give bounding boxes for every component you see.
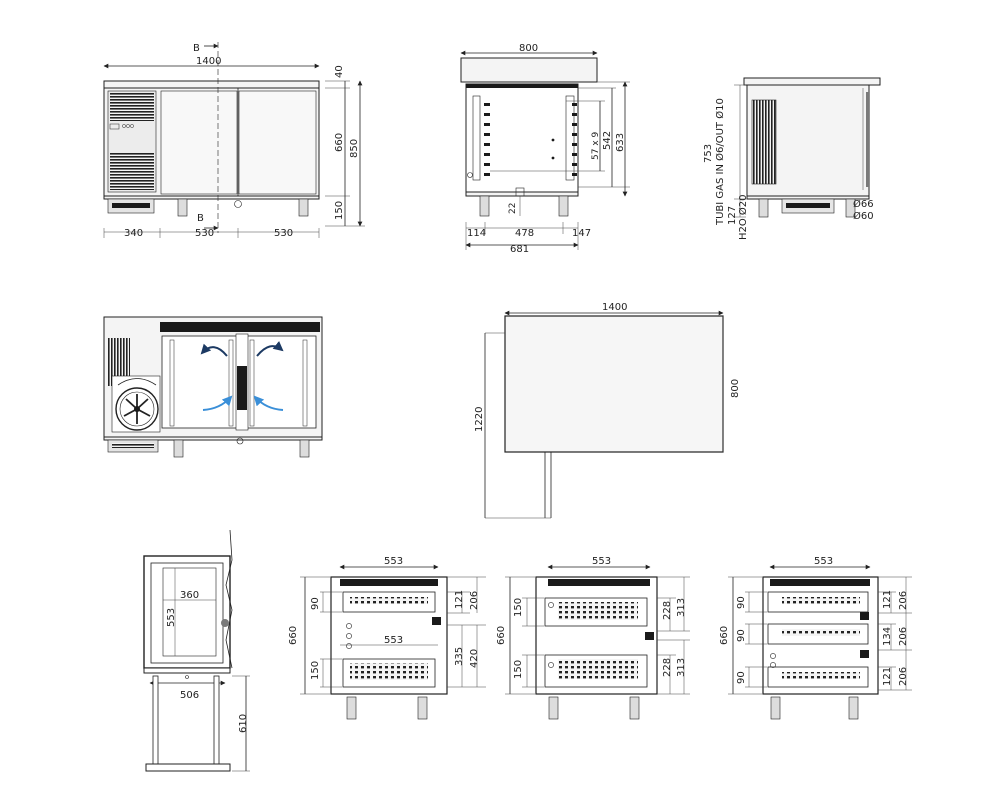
plan-view: 1400 800 1220 — [474, 302, 741, 519]
control-knob-icon — [126, 124, 130, 128]
door-left — [160, 90, 238, 195]
side-cabinet — [465, 83, 579, 193]
section-h610: 610 — [238, 714, 249, 733]
d2-h228b: 228 — [662, 658, 673, 677]
d2-h660: 660 — [496, 626, 507, 645]
front-width-label: 1400 — [196, 56, 221, 67]
section-h553: 553 — [166, 608, 177, 627]
evaporator — [237, 366, 247, 410]
section-mark-top: B — [193, 43, 200, 54]
d1-h206: 206 — [469, 591, 480, 610]
d1-top-w: 553 — [384, 556, 403, 567]
front-w-right: 530 — [274, 228, 293, 239]
control-knob-icon — [130, 124, 134, 128]
d3-h90c: 90 — [736, 671, 747, 684]
front-h-legs: 150 — [334, 201, 345, 220]
side-view: 800 22 57 x 9 542 — [460, 43, 630, 255]
shelf-supports — [484, 103, 577, 176]
front-view: B B 1400 340 530 530 40 660 850 150 — [103, 42, 365, 239]
airflow-worktop — [160, 322, 320, 332]
d3-h206c: 206 — [898, 667, 909, 686]
d1-h335: 335 — [454, 647, 465, 666]
rear-tubi-label: TUBI GAS IN Ø6/OUT Ø10 — [714, 98, 726, 226]
door-right — [238, 90, 317, 195]
airflow-arrow-in-right — [253, 395, 284, 411]
side-h-outer: 633 — [615, 133, 626, 152]
d3-h206a: 206 — [898, 591, 909, 610]
d3-h660: 660 — [719, 626, 730, 645]
drawer-view-2: 553 660 150 150 228 313 228 — [496, 556, 690, 720]
plan-depth: 800 — [730, 379, 741, 398]
front-w-left: 340 — [124, 228, 143, 239]
d1-h420: 420 — [469, 649, 480, 668]
section-w360: 360 — [180, 590, 199, 601]
d3-h134: 134 — [882, 627, 893, 646]
airflow-view — [103, 316, 323, 458]
plan-top — [504, 315, 724, 453]
front-h-top: 40 — [334, 65, 345, 78]
d2-h150b: 150 — [513, 660, 524, 679]
d3-h121b: 121 — [882, 667, 893, 686]
drawer-view-1: 553 553 660 90 150 121 206 — [288, 556, 486, 720]
d3-top-w: 553 — [814, 556, 833, 567]
d1-h660: 660 — [288, 626, 299, 645]
d1-h150: 150 — [310, 661, 321, 680]
side-w-left: 114 — [467, 228, 486, 239]
airflow-grille — [108, 338, 130, 386]
side-width-label: 800 — [519, 43, 538, 54]
rear-d60: Ø60 — [853, 210, 874, 222]
worktop — [103, 80, 320, 89]
rear-worktop — [743, 77, 881, 86]
airflow-arrow-out-left — [200, 343, 228, 357]
d1-inner-w: 553 — [384, 635, 403, 646]
side-leg — [479, 195, 490, 217]
airflow-arrow-in-left — [202, 395, 233, 411]
upper-grille — [110, 93, 154, 121]
rear-h-127: 127 — [727, 206, 738, 225]
rear-h2o-label: H2O Ø20 — [737, 194, 749, 240]
d2-top-w: 553 — [592, 556, 611, 567]
side-h-inner: 542 — [602, 131, 613, 150]
lower-grille — [110, 153, 154, 190]
side-worktop — [460, 57, 598, 83]
d2-h313a: 313 — [676, 598, 687, 617]
leg — [298, 198, 309, 217]
control-knob-icon — [122, 124, 126, 128]
front-h-total: 850 — [349, 139, 360, 158]
d2-h150a: 150 — [513, 598, 524, 617]
rear-view: 753 TUBI GAS IN Ø6/OUT Ø10 127 H2O Ø20 Ø… — [703, 77, 881, 240]
front-w-mid: 530 — [195, 228, 214, 239]
side-w-right: 147 — [572, 228, 591, 239]
d3-h90a: 90 — [736, 596, 747, 609]
front-h-body: 660 — [334, 133, 345, 152]
side-w-total: 681 — [510, 244, 529, 255]
drain-icon — [234, 200, 242, 208]
d1-h90: 90 — [310, 597, 321, 610]
side-leg-offset: 22 — [508, 203, 518, 214]
d2-h313b: 313 — [676, 658, 687, 677]
airflow-arrow-out-right — [256, 341, 284, 357]
plan-width: 1400 — [602, 302, 627, 313]
section-w506: 506 — [180, 690, 199, 701]
leg — [177, 198, 188, 217]
section-view: 360 553 506 610 — [143, 529, 250, 772]
plan-clearance: 1220 — [474, 407, 485, 432]
side-leg — [558, 195, 569, 217]
section-mark-bottom: B — [197, 213, 204, 224]
side-shelf-pitch: 57 x 9 — [591, 132, 601, 161]
rear-grille — [751, 99, 777, 185]
d3-h206b: 206 — [898, 627, 909, 646]
rear-h-total: 753 — [703, 144, 714, 163]
d3-h121a: 121 — [882, 590, 893, 609]
d1-h121: 121 — [454, 590, 465, 609]
controller — [109, 123, 120, 130]
d2-h228a: 228 — [662, 601, 673, 620]
d3-h90b: 90 — [736, 629, 747, 642]
side-w-mid: 478 — [515, 228, 534, 239]
drawer-view-3: 553 660 90 90 90 — [719, 556, 912, 720]
rear-d66: Ø66 — [853, 198, 874, 210]
